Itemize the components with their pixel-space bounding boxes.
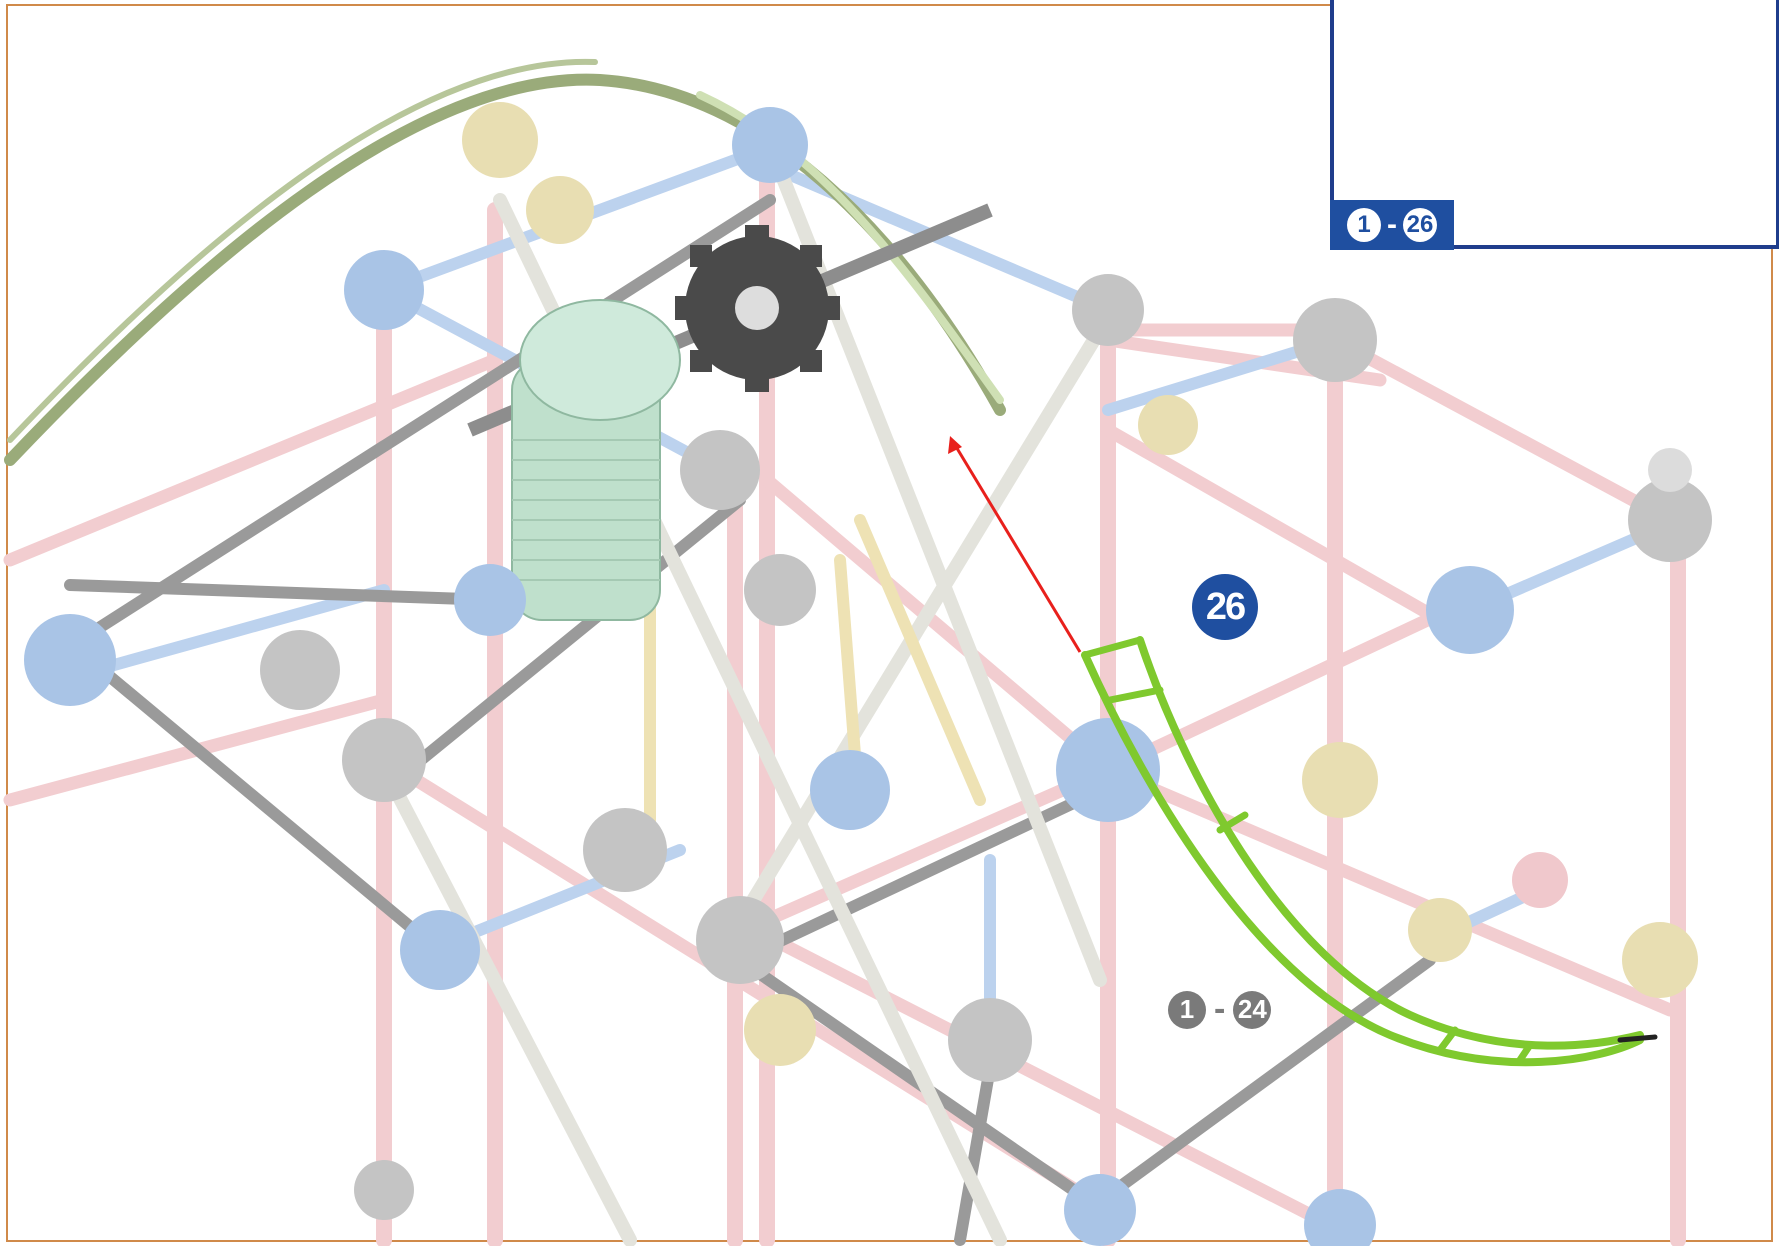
grey-rod [64,579,501,606]
pink-rod [760,763,1115,927]
blue-connector [24,614,116,706]
previous-range-separator: - [1214,990,1226,1028]
motor-cap [519,299,681,421]
white-diagonal [373,753,637,1246]
yellow-connector [1302,742,1378,818]
new-track-piece [1081,636,1658,1067]
blue-connector [810,750,890,830]
new-track-tie [1106,686,1164,704]
grey-connector [948,998,1032,1082]
inset-range-end: 26 [1403,208,1437,242]
pink-rod [1101,423,1447,627]
sprocket-hub [735,286,779,330]
pink-connector [1512,852,1568,908]
white-diagonal [728,323,1107,937]
blue-connector [732,107,808,183]
grey-connector [744,554,816,626]
blue-connector [344,250,424,330]
page-frame [6,4,1773,1242]
grey-connector [260,630,340,710]
new-track-tie [1081,636,1144,659]
new-track-tie [1436,1026,1459,1054]
yellow-connector [744,994,816,1066]
blue-connector [454,564,526,636]
new-track-tie [1516,1041,1534,1064]
grey-connector [696,896,784,984]
pink-rods [3,323,1677,1237]
inset-range-separator: - [1387,208,1397,241]
previous-range-start: 1 [1168,990,1206,1029]
yellow-connector [1622,922,1698,998]
track-rail [7,58,598,443]
pink-rod [760,473,1115,777]
blue-connector [400,910,480,990]
grey-rod [378,494,746,796]
yellow-post [854,514,986,806]
grey-rod [734,794,1086,966]
yellow-connector [1408,898,1472,962]
yellow-connector [526,176,594,244]
blue-connector [1304,1189,1376,1246]
inset-range-start: 1 [1347,208,1381,242]
placement-arrow [948,436,1082,653]
step-number-badge: 26 [1192,574,1258,640]
inset-range-label: 1 - 26 [1330,200,1454,250]
motor-ribs [512,439,660,581]
pink-rod [1328,333,1677,527]
grey-connector [1072,274,1144,346]
pink-rod [1101,763,1677,1017]
grey-connector [583,808,667,892]
new-track-tie [1216,811,1249,834]
blue-connector [1056,718,1160,822]
grey-connector [1628,478,1712,562]
track-end-cap [1617,1034,1658,1043]
pink-rod [3,353,502,567]
new-track-rail [1081,651,1644,1067]
grey-rod [1089,954,1436,1211]
grey-connector [1648,448,1692,492]
grey-rod [74,194,776,646]
grey-connector [1293,298,1377,382]
drive-assembly [467,203,993,621]
arrow-head [948,436,962,454]
blue-connector [1064,1174,1136,1246]
arrow-shaft [953,444,1082,653]
grey-rod [84,654,426,941]
connectors [24,102,1712,1246]
previous-steps-range: 1 - 24 [1168,990,1272,1029]
sprocket-teeth [675,225,840,392]
grey-connector [342,718,426,802]
blue-connector [1426,566,1514,654]
yellow-connector [462,102,538,178]
pink-rod [1101,593,1477,777]
pink-rod [728,913,1347,1237]
new-track-rail [1136,636,1644,1050]
grey-connector [680,430,760,510]
yellow-connector [1138,395,1198,455]
previous-range-end: 24 [1233,990,1272,1029]
grey-connector [354,1160,414,1220]
